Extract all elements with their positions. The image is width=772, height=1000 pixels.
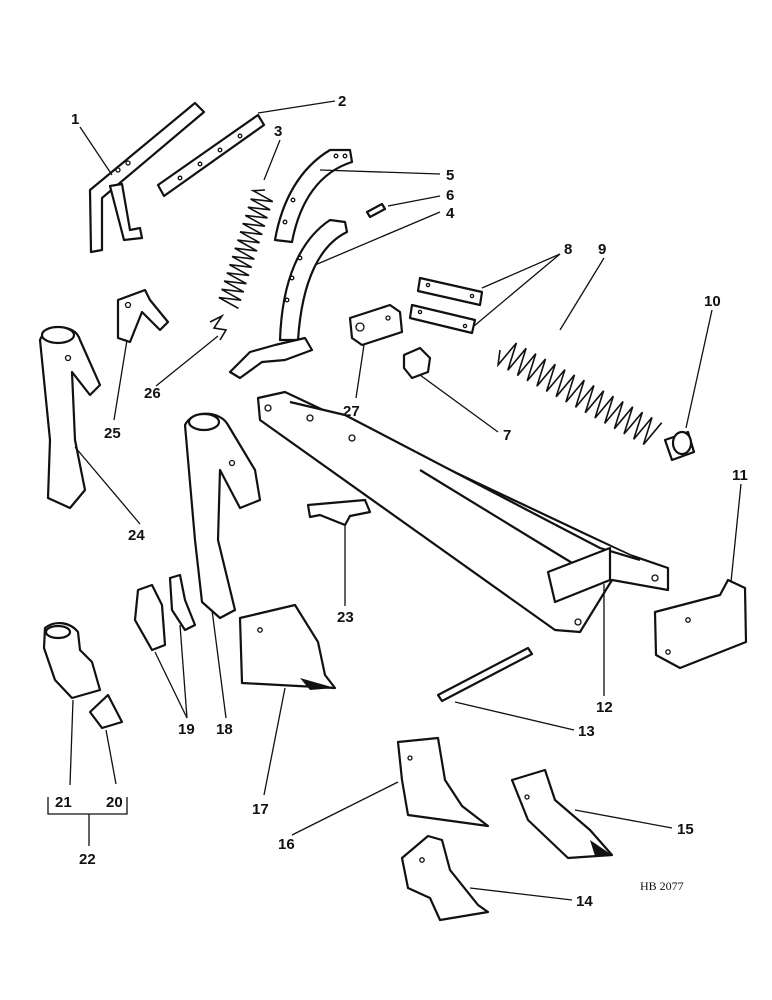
part-20-tip bbox=[88, 693, 124, 730]
part-4-curved-shank bbox=[228, 218, 349, 380]
callout-3: 3 bbox=[274, 123, 282, 140]
callout-21: 21 bbox=[55, 794, 72, 811]
part-9-tension-spring bbox=[496, 342, 663, 446]
part-15-shovel bbox=[510, 768, 614, 860]
callout-10: 10 bbox=[704, 293, 721, 310]
callout-20: 20 bbox=[106, 794, 123, 811]
callout-17: 17 bbox=[252, 801, 269, 818]
part-13-rod bbox=[436, 646, 534, 703]
part-8-plates bbox=[408, 276, 484, 335]
callout-4: 4 bbox=[446, 205, 455, 222]
figure-reference-code: HB 2077 bbox=[640, 879, 684, 893]
part-18-standard bbox=[183, 412, 262, 620]
part-2-flat-strap bbox=[156, 113, 266, 198]
part-27-block bbox=[348, 303, 404, 347]
callout-8: 8 bbox=[564, 241, 572, 258]
part-25-clamp bbox=[116, 288, 170, 344]
callout-19: 19 bbox=[178, 721, 195, 738]
callout-9: 9 bbox=[598, 241, 606, 258]
part-12-main-frame bbox=[256, 390, 670, 634]
callout-13: 13 bbox=[578, 723, 595, 740]
part-1-bracket-arm bbox=[88, 101, 206, 254]
callout-14: 14 bbox=[576, 893, 593, 910]
part-11-angle-plate bbox=[653, 578, 748, 670]
callout-22: 22 bbox=[79, 851, 96, 868]
callout-6: 6 bbox=[446, 187, 454, 204]
callout-18: 18 bbox=[216, 721, 233, 738]
callout-24: 24 bbox=[128, 527, 145, 544]
part-26-spring-clip bbox=[209, 313, 228, 341]
callout-12: 12 bbox=[596, 699, 613, 716]
callout-1: 1 bbox=[71, 111, 79, 128]
part-14-shovel bbox=[400, 834, 490, 922]
part-24-standard bbox=[38, 325, 102, 510]
callout-27: 27 bbox=[343, 403, 360, 420]
callout-5: 5 bbox=[446, 167, 454, 184]
part-5-curved-arm bbox=[273, 148, 354, 244]
callout-26: 26 bbox=[144, 385, 161, 402]
part-23-bracket bbox=[306, 498, 372, 527]
part-17-shovel bbox=[238, 603, 337, 690]
part-7-small-block bbox=[402, 346, 432, 380]
callout-15: 15 bbox=[677, 821, 694, 838]
callout-7: 7 bbox=[503, 427, 511, 444]
callout-11: 11 bbox=[732, 467, 748, 484]
callout-23: 23 bbox=[337, 609, 354, 626]
part-16-shovel bbox=[396, 736, 490, 828]
callout-25: 25 bbox=[104, 425, 121, 442]
part-19-shields bbox=[133, 573, 197, 652]
leader-lines bbox=[47, 100, 742, 901]
part-10-plug bbox=[663, 430, 696, 462]
part-21-point bbox=[42, 622, 102, 700]
part-6-pin bbox=[365, 202, 387, 219]
callout-labels: 1 2 3 4 5 6 7 8 9 10 11 12 13 14 15 16 1… bbox=[55, 93, 748, 910]
callout-2: 2 bbox=[338, 93, 346, 110]
callout-16: 16 bbox=[278, 836, 295, 853]
part-3-coil-spring bbox=[218, 189, 274, 310]
